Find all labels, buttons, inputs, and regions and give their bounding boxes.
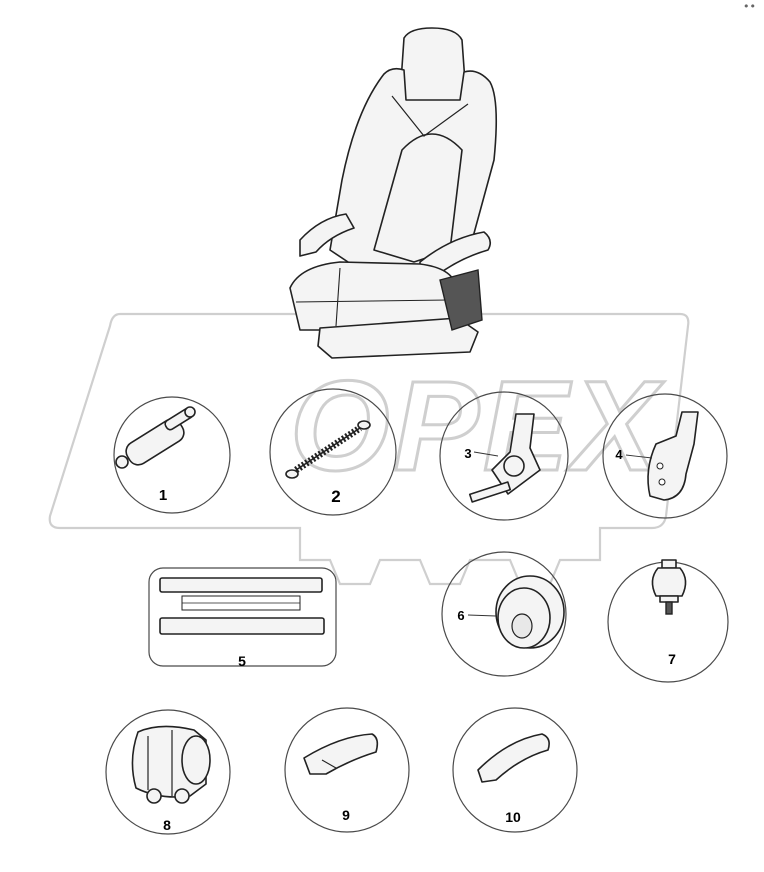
callout-5: 5: [238, 653, 246, 669]
seat-armrest-left: [299, 213, 355, 257]
bracket-assembly: [468, 413, 541, 503]
part-10-circle: [452, 707, 578, 833]
part-2-circle: [269, 388, 397, 516]
part-3-group: 3: [439, 391, 569, 521]
seat-suspension: [439, 269, 483, 331]
part-4-circle: [602, 393, 728, 519]
callout-8: 8: [163, 817, 171, 833]
part-6-circle: [441, 551, 567, 677]
callout-10: 10: [505, 809, 521, 825]
callout-6: 6: [457, 608, 464, 623]
armrest-right: [477, 733, 550, 783]
air-compressor: [131, 725, 211, 804]
part-8-group: 8: [105, 709, 231, 835]
callout-1: 1: [159, 487, 167, 504]
part-6-group: 6: [441, 551, 567, 677]
watermark-text: OPEX: [290, 355, 664, 498]
part-7-group: 7: [607, 559, 729, 683]
part-2-group: 2: [269, 388, 397, 516]
seat-rails: [159, 577, 325, 635]
part-4-group: 4: [602, 393, 728, 519]
tension-spring: [285, 420, 371, 479]
rubber-mount: [651, 559, 687, 615]
watermark: OPEX: [48, 312, 690, 586]
callout-9: 9: [342, 807, 350, 823]
corner-mark: ••: [743, 0, 756, 13]
callout-3: 3: [464, 446, 471, 461]
part-10-group: 10: [452, 707, 578, 833]
part-9-circle: [284, 707, 410, 833]
callout-2: 2: [331, 487, 340, 506]
armrest-left: [303, 733, 379, 775]
callout-4: 4: [615, 447, 623, 462]
part-8-circle: [105, 709, 231, 835]
shock-absorber: [115, 406, 196, 469]
part-5-group: 5: [148, 567, 337, 669]
mounting-bracket: [647, 411, 699, 501]
seat-assembly: [289, 27, 498, 359]
part-3-circle: [439, 391, 569, 521]
callout-7: 7: [668, 651, 676, 667]
seat-headrest: [399, 27, 467, 107]
part-9-group: 9: [284, 707, 410, 833]
adjustment-knob: [495, 575, 565, 649]
part-5-frame: [148, 567, 337, 667]
part-1-circle: [113, 396, 231, 514]
seat-armrest-right: [419, 231, 492, 279]
part-1-group: 1: [113, 396, 231, 514]
watermark-gear-outline: [48, 312, 690, 586]
